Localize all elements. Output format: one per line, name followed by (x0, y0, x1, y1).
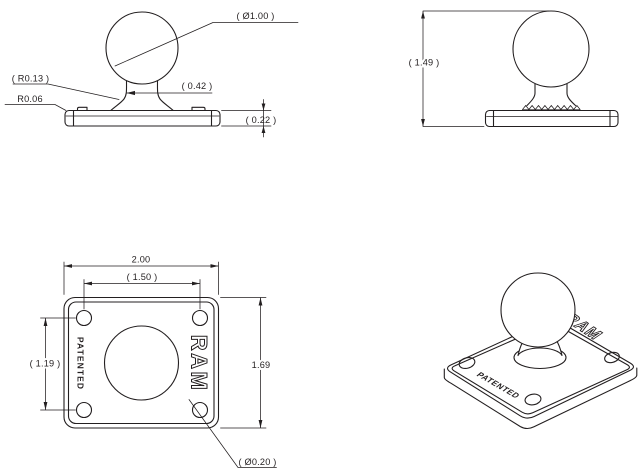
ball-diameter-label: ( Ø1.00 ) (236, 11, 274, 21)
dim-arrow (84, 281, 92, 286)
plate-bottom-edges (443, 367, 638, 430)
center-ball-circle (103, 325, 180, 401)
base-plate-outline (64, 109, 221, 127)
mount-tab-left (76, 106, 88, 112)
dim-arrow (192, 281, 200, 286)
dim-arrow (421, 11, 425, 19)
plate-width-label: 2.00 (132, 255, 151, 265)
corner-hole (604, 351, 620, 364)
ball-outline (105, 11, 179, 85)
hole-diameter-label: ( Ø0.20 ) (238, 457, 276, 467)
plate-outer-outline (63, 296, 220, 429)
ball-outline (500, 272, 576, 348)
dim-arrow (261, 103, 266, 111)
hole-spacing-y-label: ( 1.19 ) (30, 359, 61, 369)
ball-diameter-leader (114, 22, 299, 67)
height-dimlines (422, 10, 550, 127)
height-dimlines (220, 297, 267, 429)
plate-inner-outline (67, 301, 215, 425)
front-view: ( Ø1.00 ) ( R0.13 ) R0.06 ( 0.42 ) ( 0.2… (4, 11, 299, 138)
corner-hole (75, 309, 93, 327)
ball-outline (512, 10, 590, 88)
width-dimlines (63, 261, 219, 295)
corner-hole (524, 393, 542, 406)
dim-arrow (43, 318, 48, 326)
neck-width-label: ( 0.42 ) (182, 81, 213, 91)
neck-right-edge (566, 83, 577, 107)
neck-radius-label: ( R0.13 ) (12, 74, 50, 84)
plate-height-label: 1.69 (252, 360, 271, 370)
corner-hole (75, 401, 93, 419)
hole-spacing-x-dimlines (83, 279, 201, 310)
dim-arrow (64, 264, 72, 268)
edge-radius-label: R0.06 (17, 94, 43, 104)
dim-arrow (421, 119, 425, 127)
dim-arrow (258, 297, 263, 306)
engraving-ram: RAM (187, 335, 212, 393)
top-view: PATENTED RAM 2.00 ( 1.50 ) ( 1.19 ) 1.69… (28, 255, 277, 468)
edge-radius-leader (4, 104, 67, 111)
iso-view: PATENTED RAM (443, 272, 638, 430)
corner-hole (191, 401, 209, 419)
dim-arrow (43, 402, 48, 410)
dim-arrow (261, 126, 266, 133)
dim-arrow (126, 90, 135, 96)
neck-radius-leader (12, 83, 120, 100)
neck-right-edge (156, 80, 174, 111)
dim-arrow (210, 264, 219, 268)
dim-arrow (258, 420, 263, 428)
base-plate-outline (484, 109, 619, 128)
neck-left-edge (110, 80, 128, 111)
hole-spacing-x-label: ( 1.50 ) (127, 272, 158, 282)
corner-hole (458, 356, 476, 370)
hole-spacing-y-dimlines (40, 317, 76, 411)
side-view: ( 1.49 ) (407, 10, 619, 128)
overall-height-label: ( 1.49 ) (409, 58, 440, 68)
neck-left-edge (526, 83, 536, 107)
serration-band (522, 104, 581, 111)
hole-diameter-leader (188, 399, 277, 468)
engraving-patented: PATENTED (76, 337, 86, 390)
corner-hole (191, 309, 209, 327)
mount-tab-right (191, 106, 206, 112)
plate-thickness-label: ( 0.22 ) (246, 115, 277, 125)
